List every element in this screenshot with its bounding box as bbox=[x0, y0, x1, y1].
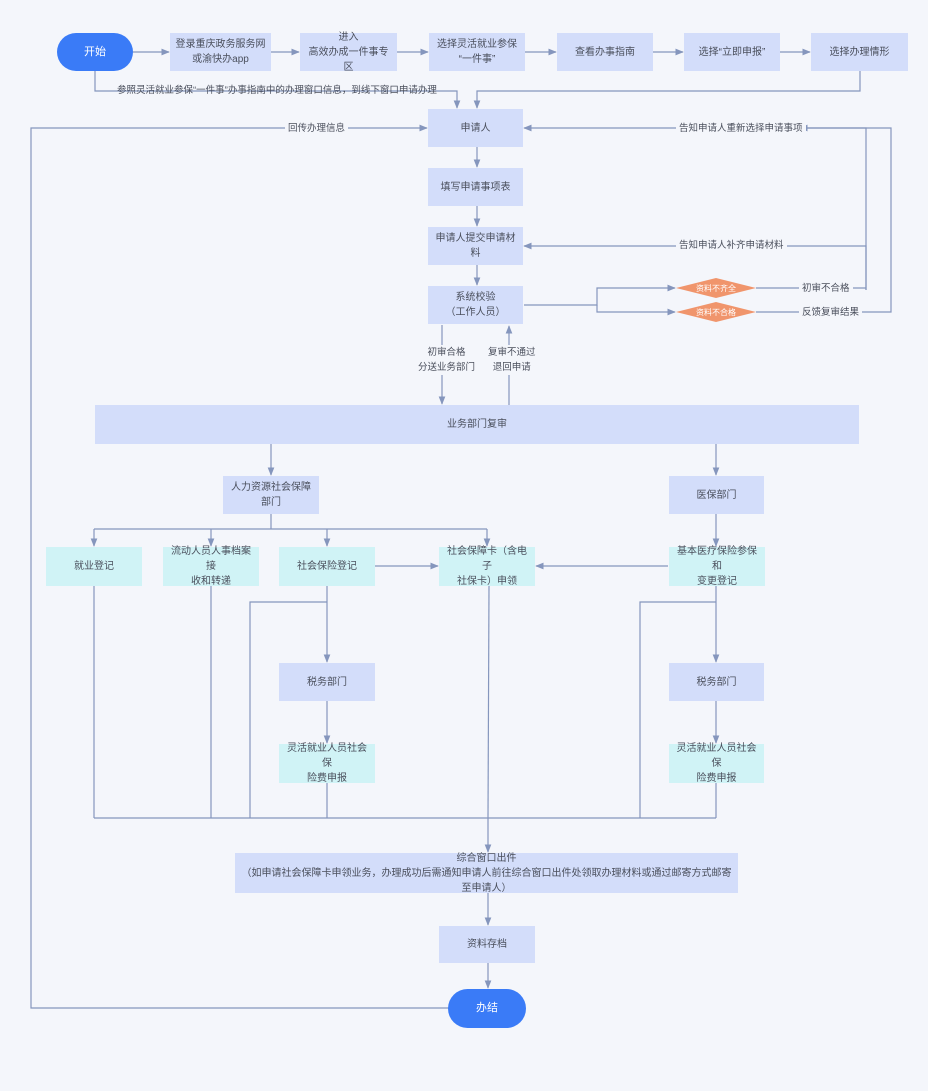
connector-offline-path bbox=[94, 71, 461, 109]
incomplete-decision: 资料不齐全 bbox=[676, 278, 756, 298]
connector-check-to-unqualified bbox=[596, 305, 676, 316]
connector-reselect-loop bbox=[523, 124, 867, 290]
connector-hr-bus bbox=[94, 514, 487, 530]
choose-scenario-step: 选择办理情形 bbox=[811, 33, 908, 71]
offline-application-note: 参照灵活就业参保“一件事”办事指南中的办理窗口信息，到线下窗口申请办理 bbox=[117, 85, 437, 96]
fee-declaration-right: 灵活就业人员社会保 险费申报 bbox=[669, 743, 764, 784]
review-fail-label: 复审不通过 退回申请 bbox=[485, 345, 539, 375]
login-step: 登录重庆政务服务网 或渝快办app bbox=[170, 33, 271, 71]
initial-pass-label: 初审合格 分送业务部门 bbox=[415, 345, 479, 375]
supplement-notice-label: 告知申请人补齐申请材料 bbox=[676, 238, 787, 253]
medical-department: 医保部门 bbox=[669, 476, 764, 514]
department-review-step: 业务部门复审 bbox=[95, 405, 859, 444]
submit-materials-step: 申请人提交申请材料 bbox=[428, 227, 523, 265]
applicant-step: 申请人 bbox=[428, 109, 523, 147]
archive-step: 资料存档 bbox=[439, 926, 535, 963]
connector-branch-right-1 bbox=[639, 601, 716, 818]
incomplete-decision-label: 资料不齐全 bbox=[696, 283, 736, 293]
choose-apply-step: 选择“立即申报” bbox=[684, 33, 780, 71]
initial-fail-label: 初审不合格 bbox=[799, 281, 853, 296]
tax-department-right: 税务部门 bbox=[669, 663, 764, 701]
window-output-step: 综合窗口出件 （如申请社会保障卡申领业务，办理成功后需通知申请人前往综合窗口出件… bbox=[235, 853, 738, 894]
connector-supplement-loop bbox=[523, 242, 867, 290]
start-terminal: 开始 bbox=[57, 33, 133, 71]
reselect-notice-label: 告知申请人重新选择申请事项 bbox=[676, 121, 806, 136]
social-security-card: 社会保障卡（含电子 社保卡）申领 bbox=[439, 546, 535, 587]
return-info-label: 回传办理信息 bbox=[285, 121, 349, 136]
choose-item-step: 选择灵活就业参保 “一件事” bbox=[429, 33, 525, 71]
hr-department: 人力资源社会保障 部门 bbox=[223, 476, 319, 514]
social-insurance-registration: 社会保险登记 bbox=[279, 547, 375, 586]
fill-form-step: 填写申请事项表 bbox=[428, 168, 523, 206]
connector-check-to-incomplete bbox=[524, 284, 676, 306]
connector-branch-left-1 bbox=[249, 601, 327, 818]
fee-declaration-left: 灵活就业人员社会保 险费申报 bbox=[279, 743, 375, 784]
employment-registration: 就业登记 bbox=[46, 547, 142, 586]
tax-department-left: 税务部门 bbox=[279, 663, 375, 701]
archive-transfer: 流动人员人事档案接 收和转递 bbox=[163, 546, 259, 587]
medical-insurance-registration: 基本医疗保险参保和 变更登记 bbox=[669, 546, 765, 587]
view-guide-step: 查看办事指南 bbox=[557, 33, 653, 71]
unqualified-decision: 资料不合格 bbox=[676, 302, 756, 322]
connector-drop-card bbox=[487, 585, 490, 819]
unqualified-decision-label: 资料不合格 bbox=[696, 307, 736, 317]
system-check-step: 系统校验 （工作人员） bbox=[428, 286, 523, 324]
end-terminal: 办结 bbox=[448, 989, 526, 1028]
connector-scenario-to-applicant bbox=[473, 71, 861, 109]
enter-zone-step: 进入 高效办成一件事专区 bbox=[300, 32, 397, 73]
feedback-label: 反馈复审结果 bbox=[799, 305, 863, 320]
connector-return-info-loop bbox=[30, 124, 477, 1009]
